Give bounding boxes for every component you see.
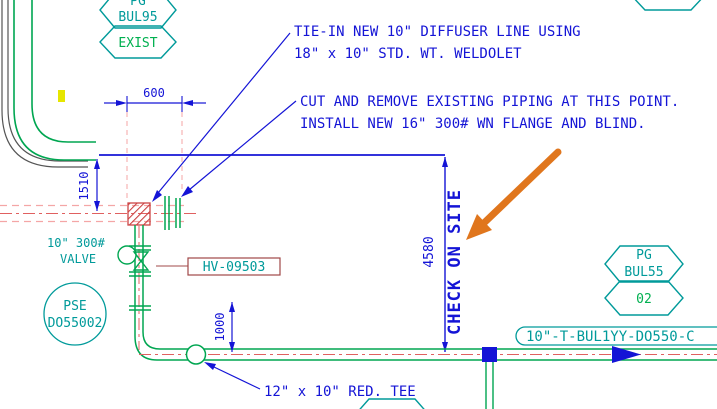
hexagon-topright-clipped (634, 0, 702, 11)
check-on-site-note: CHECK ON SITE (445, 189, 465, 335)
valve-and-pipe (117, 225, 161, 361)
hexagon-right: PG BUL55 02 (604, 245, 684, 316)
hexagon-right-label: BUL55 (624, 265, 663, 280)
red-tee-note: 12" x 10" RED. TEE (264, 384, 416, 400)
cut-note-line1: CUT AND REMOVE EXISTING PIPING AT THIS P… (300, 94, 679, 110)
bottom-header-pipe (139, 344, 717, 365)
dimension-600: 600 (104, 86, 206, 198)
pipeline-tag-text: 10"-T-BUL1YY-DO550-C (526, 329, 695, 345)
annotations: TIE-IN NEW 10" DIFFUSER LINE USING 18" x… (264, 24, 679, 400)
existing-elbow-green (13, 0, 96, 161)
reducing-tee-icon (185, 344, 207, 365)
existing-elbow-dark (1, 0, 88, 168)
instrument-line2: DO55002 (48, 316, 103, 331)
tie-in-weldolet (127, 202, 151, 226)
dimension-1510: 1510 (77, 159, 100, 211)
pipeline-tag: 10"-T-BUL1YY-DO550-C (515, 326, 717, 346)
hexagon-top: PG BUL95 EXIST (99, 0, 177, 59)
valve-size-label: 10" 300# VALVE (47, 236, 106, 266)
valve-size-line2: VALVE (60, 252, 96, 266)
instrument-bubble: PSE DO55002 (43, 282, 107, 346)
tie-in-note-line1: TIE-IN NEW 10" DIFFUSER LINE USING (294, 24, 581, 40)
highlight-arrow-icon (466, 148, 562, 240)
cut-point-flanges (164, 196, 181, 230)
dim-1510-text: 1510 (77, 172, 91, 201)
valve-size-line1: 10" 300# (47, 236, 106, 250)
hexagon-right-title: PG (636, 248, 652, 263)
cut-note-line2: INSTALL NEW 16" 300# WN FLANGE AND BLIND… (300, 116, 646, 132)
instrument-line1: PSE (63, 299, 86, 314)
dim-600-text: 600 (143, 86, 165, 100)
existing-pipe-dashed (0, 204, 196, 223)
dim-1000-text: 1000 (213, 313, 227, 342)
dimension-1000: 1000 (213, 302, 235, 352)
valve-tag-box: HV-09503 (156, 257, 281, 276)
dimension-4580: 4580 CHECK ON SITE (422, 157, 465, 352)
hexagon-bottom-clipped (359, 398, 425, 409)
dim-4580-text: 4580 (422, 236, 437, 267)
hexagon-right-rev: 02 (636, 292, 652, 307)
hexagon-top-title: PG (130, 0, 146, 9)
tie-in-note-line2: 18" x 10" STD. WT. WELDOLET (294, 46, 522, 62)
valve-tag-text: HV-09503 (203, 260, 266, 275)
flow-arrow-icon (612, 346, 641, 363)
leader-lines (152, 32, 297, 390)
hexagon-top-status: EXIST (118, 36, 157, 51)
hexagon-top-label: BUL95 (118, 10, 157, 25)
inline-blind-square (482, 347, 497, 409)
yellow-marker (58, 90, 65, 102)
valve-operator-icon (117, 245, 137, 265)
